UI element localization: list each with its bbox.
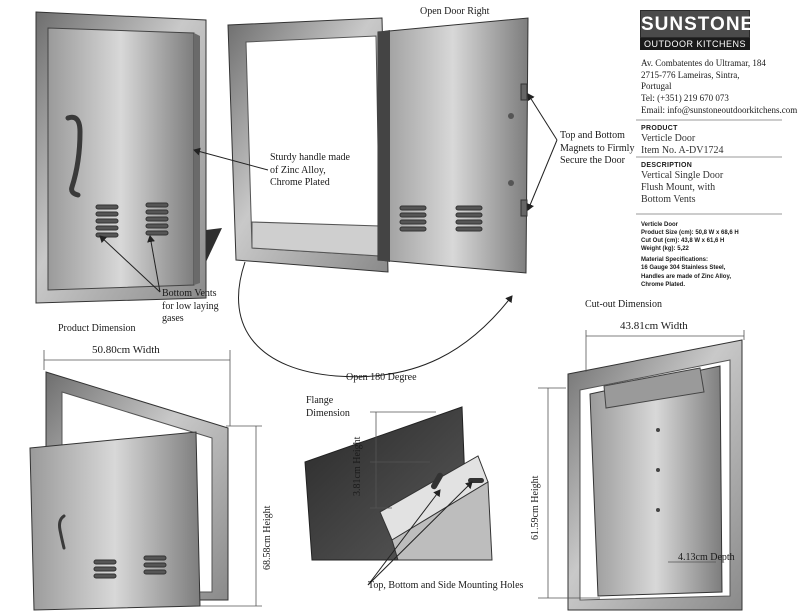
description-line-1: Vertical Single Door xyxy=(641,170,724,182)
brand-name: SUNSTONE xyxy=(640,10,753,38)
mounting-holes-label: Top, Bottom and Side Mounting Holes xyxy=(368,580,524,591)
product-item-no: Item No. A-DV1724 xyxy=(641,145,724,157)
address-line-1: Av. Combatentes do Ultramar, 184 xyxy=(641,58,766,68)
address-line-3: Portugal xyxy=(641,81,672,92)
handle-callout-line-1: Sturdy handle made xyxy=(270,152,350,163)
spec-separators xyxy=(636,119,782,215)
open-door-illustration xyxy=(227,17,529,274)
flange-closeup-illustration xyxy=(304,406,493,561)
spec-material-1: 16 Gauge 304 Stainless Steel, xyxy=(641,265,726,272)
contact-block: Av. Combatentes do Ultramar, 184 2715-77… xyxy=(641,58,797,116)
brand-logo: SUNSTONE OUTDOOR KITCHENS xyxy=(640,10,753,50)
cutout-width-label: 43.81cm Width xyxy=(620,320,688,332)
phone: Tel: (+351) 219 670 073 xyxy=(641,93,729,104)
flange-height-label: 3.81cm Height xyxy=(352,436,363,496)
open-180-label: Open 180 Degree xyxy=(346,372,417,383)
product-width-label: 50.80cm Width xyxy=(92,344,160,356)
handle-callout-line-3: Chrome Plated xyxy=(270,177,330,188)
cutout-height-label: 61.59cm Height xyxy=(530,475,541,540)
description-line-2: Flush Mount, with xyxy=(641,182,716,194)
closed-door-illustration xyxy=(35,11,222,304)
product-height-label: 68.58cm Height xyxy=(262,505,273,570)
dimension-lines xyxy=(43,330,745,607)
spec-weight: Weight (kg): 5,22 xyxy=(641,246,689,253)
flange-label-line-1: Flange xyxy=(306,395,334,406)
vents-callout-line-3: gases xyxy=(162,313,184,324)
handle-callout: Sturdy handle made of Zinc Alloy, Chrome… xyxy=(270,152,350,190)
open-door-right-label: Open Door Right xyxy=(420,6,490,17)
description-heading: DESCRIPTION xyxy=(641,162,693,169)
product-heading: PRODUCT xyxy=(641,125,678,132)
product-name: Verticle Door xyxy=(641,133,696,145)
product-block: PRODUCT Verticle Door Item No. A-DV1724 xyxy=(641,125,724,157)
vents-callout-line-2: for low laying xyxy=(162,300,219,312)
vents-callout: Bottom Vents for low laying gases xyxy=(162,288,219,326)
spec-material-title: Material Specifications: xyxy=(641,257,709,264)
vents-callout-line-1: Bottom Vents xyxy=(162,288,217,299)
spec-details: Verticle Door Product Size (cm): 50,8 W … xyxy=(641,221,739,289)
email: Email: info@sunstoneoutdoorkitchens.com xyxy=(641,104,798,115)
magnets-callout: Top and Bottom Magnets to Firmly Secure … xyxy=(560,130,634,168)
spec-title: Verticle Door xyxy=(641,222,679,228)
annotation-lines xyxy=(99,93,558,586)
flange-label: Flange Dimension xyxy=(306,395,350,420)
cutout-depth-label: 4.13cm Depth xyxy=(678,552,735,563)
brand-tagline: OUTDOOR KITCHENS xyxy=(640,38,750,50)
magnets-callout-line-1: Top and Bottom xyxy=(560,130,625,141)
spec-material-2: Handles are made of Zinc Alloy, xyxy=(641,273,732,280)
cutout-dimension-illustration xyxy=(567,339,743,611)
product-dimension-illustration xyxy=(29,371,229,611)
description-line-3: Bottom Vents xyxy=(641,194,696,206)
spec-size: Product Size (cm): 50,8 W x 68,6 H xyxy=(641,230,739,237)
spec-material-3: Chrome Plated. xyxy=(641,281,686,288)
description-block: DESCRIPTION Vertical Single Door Flush M… xyxy=(641,162,723,206)
cutout-dimension-label: Cut-out Dimension xyxy=(585,299,662,310)
product-dimension-label: Product Dimension xyxy=(58,323,136,334)
magnets-callout-line-2: Magnets to Firmly xyxy=(560,142,635,154)
spec-cutout: Cut Out (cm): 43,8 W x 61,6 H xyxy=(641,238,725,245)
magnets-callout-line-3: Secure the Door xyxy=(560,155,625,166)
flange-label-line-2: Dimension xyxy=(306,407,350,419)
handle-callout-line-2: of Zinc Alloy, xyxy=(270,164,326,176)
address-line-2: 2715-776 Lameiras, Sintra, xyxy=(641,69,740,80)
